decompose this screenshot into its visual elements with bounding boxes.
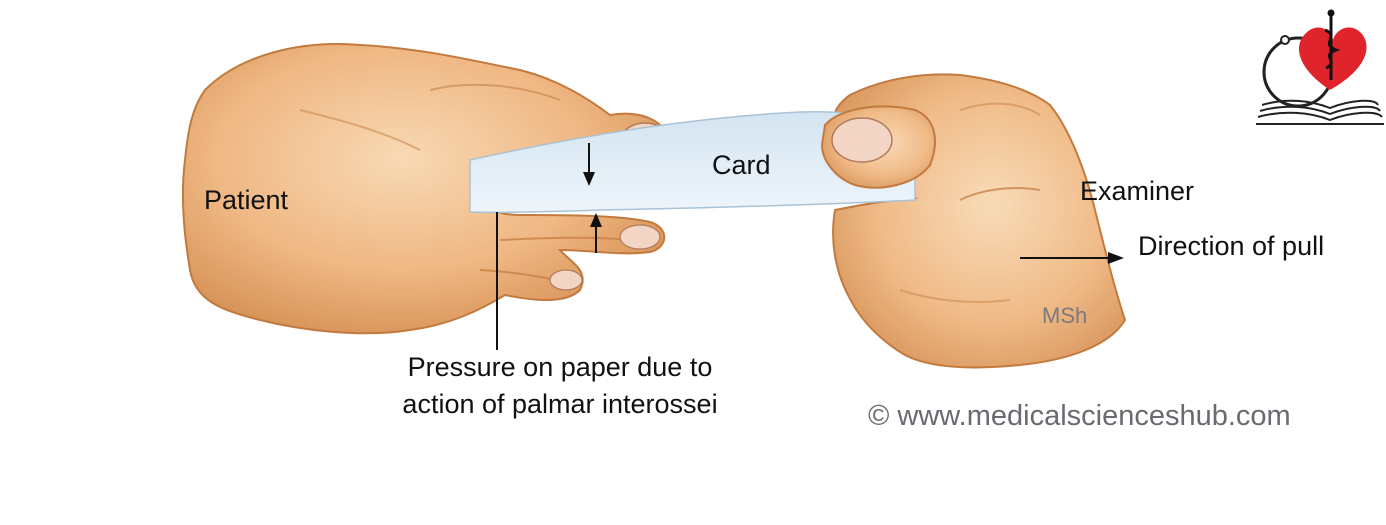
pressure-up-arrow-icon [590,213,602,253]
examiner-label: Examiner [1080,176,1195,206]
medical-logo-icon [1256,9,1384,125]
open-book-icon [1256,99,1384,125]
patient-label: Patient [204,185,289,215]
direction-arrow-icon [1020,252,1124,264]
pressure-label-line2: action of palmar interossei [402,389,718,419]
pressure-label: Pressure on paper due to action of palma… [360,354,760,418]
pressure-label-line1: Pressure on paper due to [407,352,713,382]
copyright-text: © www.medicalscienceshub.com [868,400,1291,432]
heart-icon [1298,27,1367,90]
pressure-down-arrow-icon [583,143,595,186]
caduceus-icon [1324,14,1341,80]
patient-hand [181,43,670,335]
direction-of-pull-label: Direction of pull [1138,231,1325,261]
examiner-thumbnail [831,117,893,163]
card-label: Card [712,150,771,180]
artist-signature: MSh [1042,303,1088,328]
patient-palm [181,43,670,335]
